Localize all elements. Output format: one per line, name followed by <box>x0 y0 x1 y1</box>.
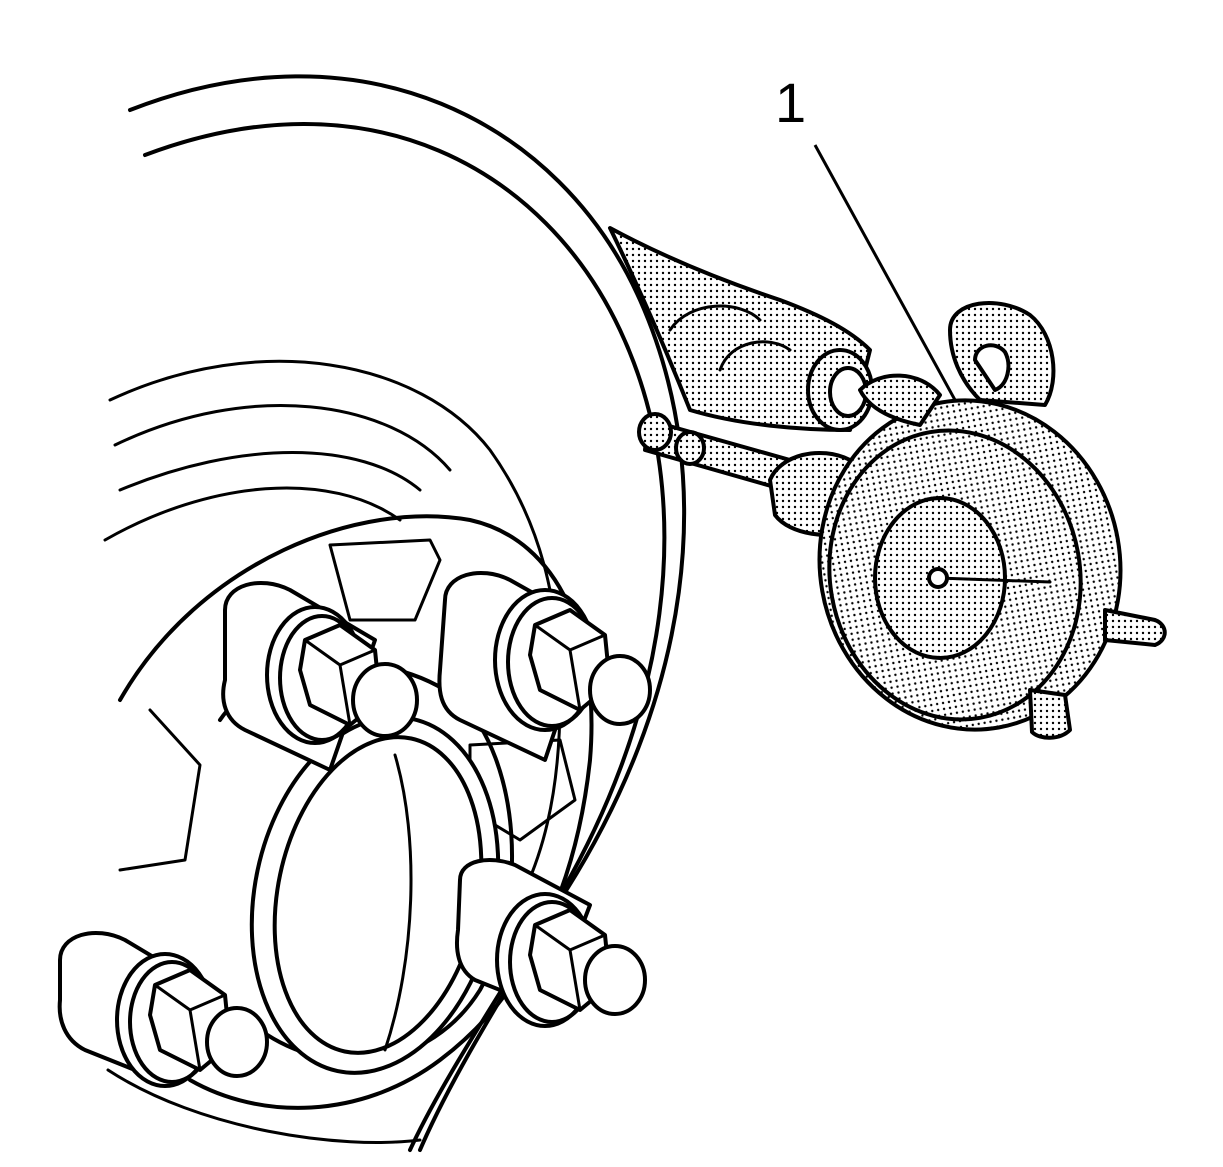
callout-1-leader <box>813 144 957 401</box>
dial-indicator-plunger <box>637 412 792 492</box>
center-bore <box>249 715 501 1075</box>
dial-indicator-arm <box>608 226 874 432</box>
wheel-stud-lower-right <box>455 858 647 1028</box>
callout-1-label: 1 <box>775 71 806 134</box>
wheel-stud-lower-left <box>57 930 269 1088</box>
wheel-stud-upper-left <box>221 580 419 772</box>
dial-indicator <box>768 301 1167 740</box>
wheel-stud-upper-right <box>437 570 652 762</box>
callout-1: 1 <box>775 71 957 401</box>
